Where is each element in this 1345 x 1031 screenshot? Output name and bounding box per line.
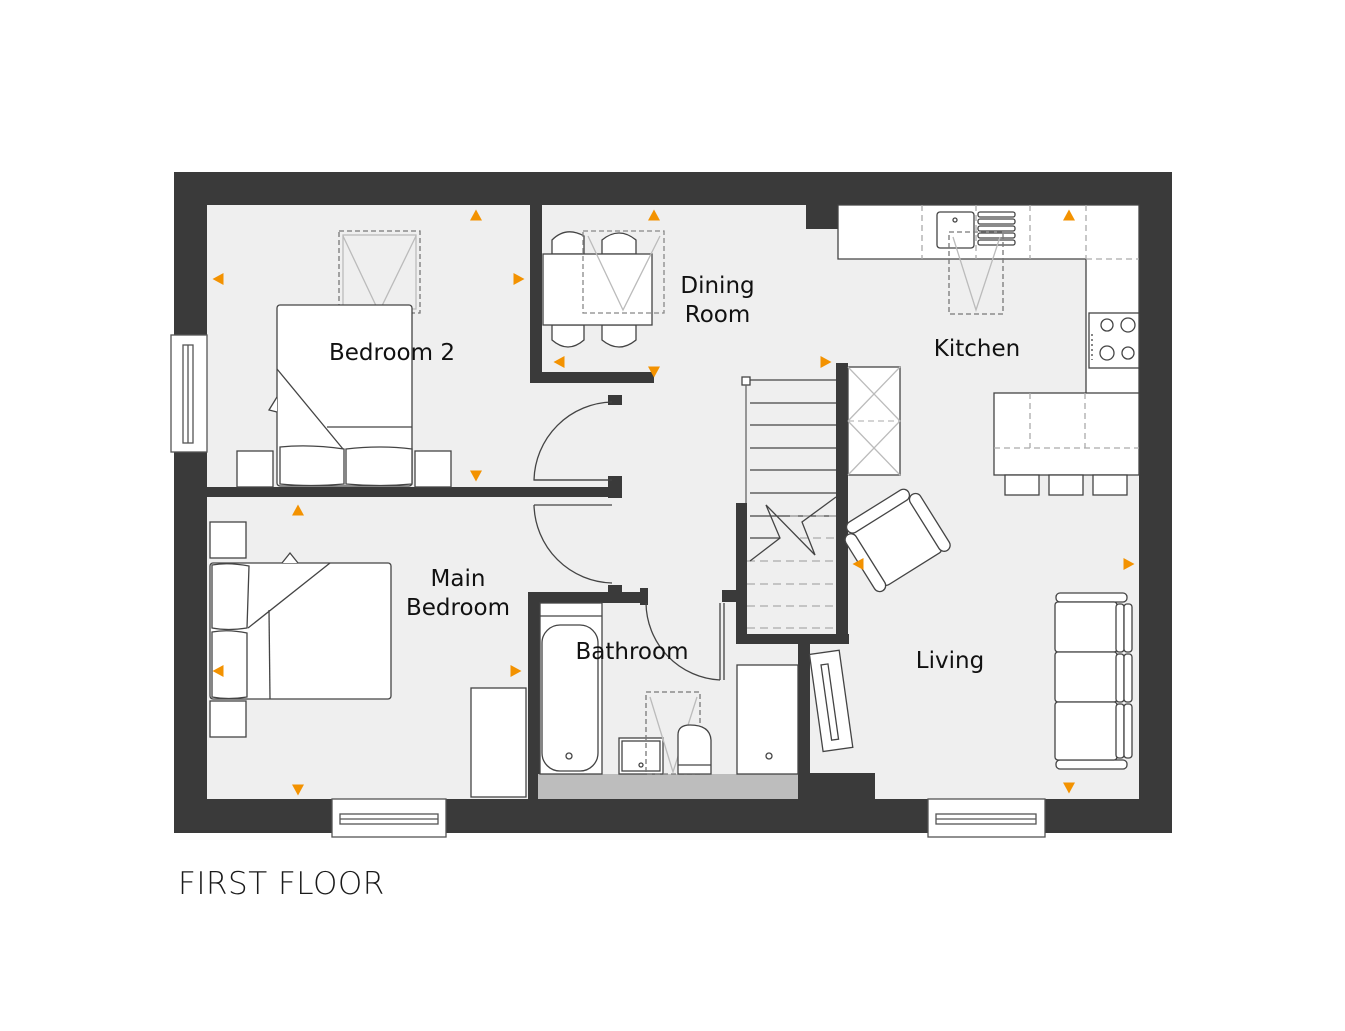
main-bedroom-furniture <box>209 521 527 798</box>
toilet <box>677 724 712 775</box>
floor-area <box>207 205 1139 799</box>
bedside-table <box>414 450 452 488</box>
kitchen-furniture <box>837 204 1140 496</box>
dimension-arrow-icon <box>820 356 832 368</box>
door-swing-bedroom-2 <box>533 401 613 481</box>
dimension-arrow-icon <box>648 366 660 378</box>
double-bed <box>276 304 413 487</box>
window-main-bedroom <box>331 798 447 838</box>
dimension-arrow-icon <box>513 273 525 285</box>
kitchen-island <box>993 392 1140 476</box>
dimension-arrow-icon <box>852 558 864 570</box>
dimension-arrow-icon <box>1063 209 1075 221</box>
stair-break-line <box>749 496 837 562</box>
bedroom-2-furniture <box>236 230 452 488</box>
dimension-arrow-icon <box>553 356 565 368</box>
wardrobe <box>470 687 527 798</box>
shower-tray-strip <box>538 774 798 799</box>
dimension-arrows <box>212 209 1135 796</box>
room-label-main-bedroom: Main Bedroom <box>405 566 511 621</box>
dimension-arrow-icon <box>470 470 482 482</box>
room-label-living: Living <box>915 648 985 674</box>
room-label-dining-room: Dining Room <box>680 273 755 328</box>
dimension-arrow-icon <box>510 665 522 677</box>
dimension-arrow-icon <box>212 273 224 285</box>
bedside-table <box>209 700 247 738</box>
walls <box>174 172 1172 833</box>
drainer <box>977 211 1016 246</box>
bar-stool <box>1092 474 1128 496</box>
room-label-bathroom: Bathroom <box>575 639 689 665</box>
dining-table <box>542 253 653 326</box>
bar-stool <box>1048 474 1084 496</box>
room-label-bedroom-2: Bedroom 2 <box>329 340 455 366</box>
dining-furniture <box>542 230 665 348</box>
window-living <box>927 798 1046 838</box>
room-label-kitchen: Kitchen <box>933 336 1021 362</box>
hob <box>1088 312 1140 369</box>
double-bed <box>209 562 392 700</box>
dimension-arrow-icon <box>648 209 660 221</box>
doors <box>533 401 725 681</box>
dimension-arrow-icon <box>1063 782 1075 794</box>
tv-unit <box>808 649 854 753</box>
bathroom-furniture <box>538 602 799 799</box>
skylight-kitchen <box>948 231 1004 315</box>
armchair <box>844 488 951 593</box>
floor-title: FIRST FLOOR <box>178 866 385 902</box>
living-furniture <box>808 488 1133 770</box>
dimension-arrow-icon <box>212 665 224 677</box>
sofa <box>1054 592 1133 770</box>
dimension-arrow-icon <box>1123 558 1135 570</box>
bathtub <box>541 624 599 772</box>
bedside-table <box>236 450 274 488</box>
bar-stool <box>1004 474 1040 496</box>
dimension-arrow-icon <box>470 209 482 221</box>
dimension-arrow-icon <box>292 504 304 516</box>
dimension-arrow-icon <box>292 784 304 796</box>
sink <box>936 211 975 249</box>
bedside-table <box>209 521 247 559</box>
door-swing-main-bedroom <box>533 504 613 584</box>
window-west <box>170 334 208 453</box>
door-swing-bathroom <box>645 602 721 681</box>
staircase <box>741 376 837 629</box>
